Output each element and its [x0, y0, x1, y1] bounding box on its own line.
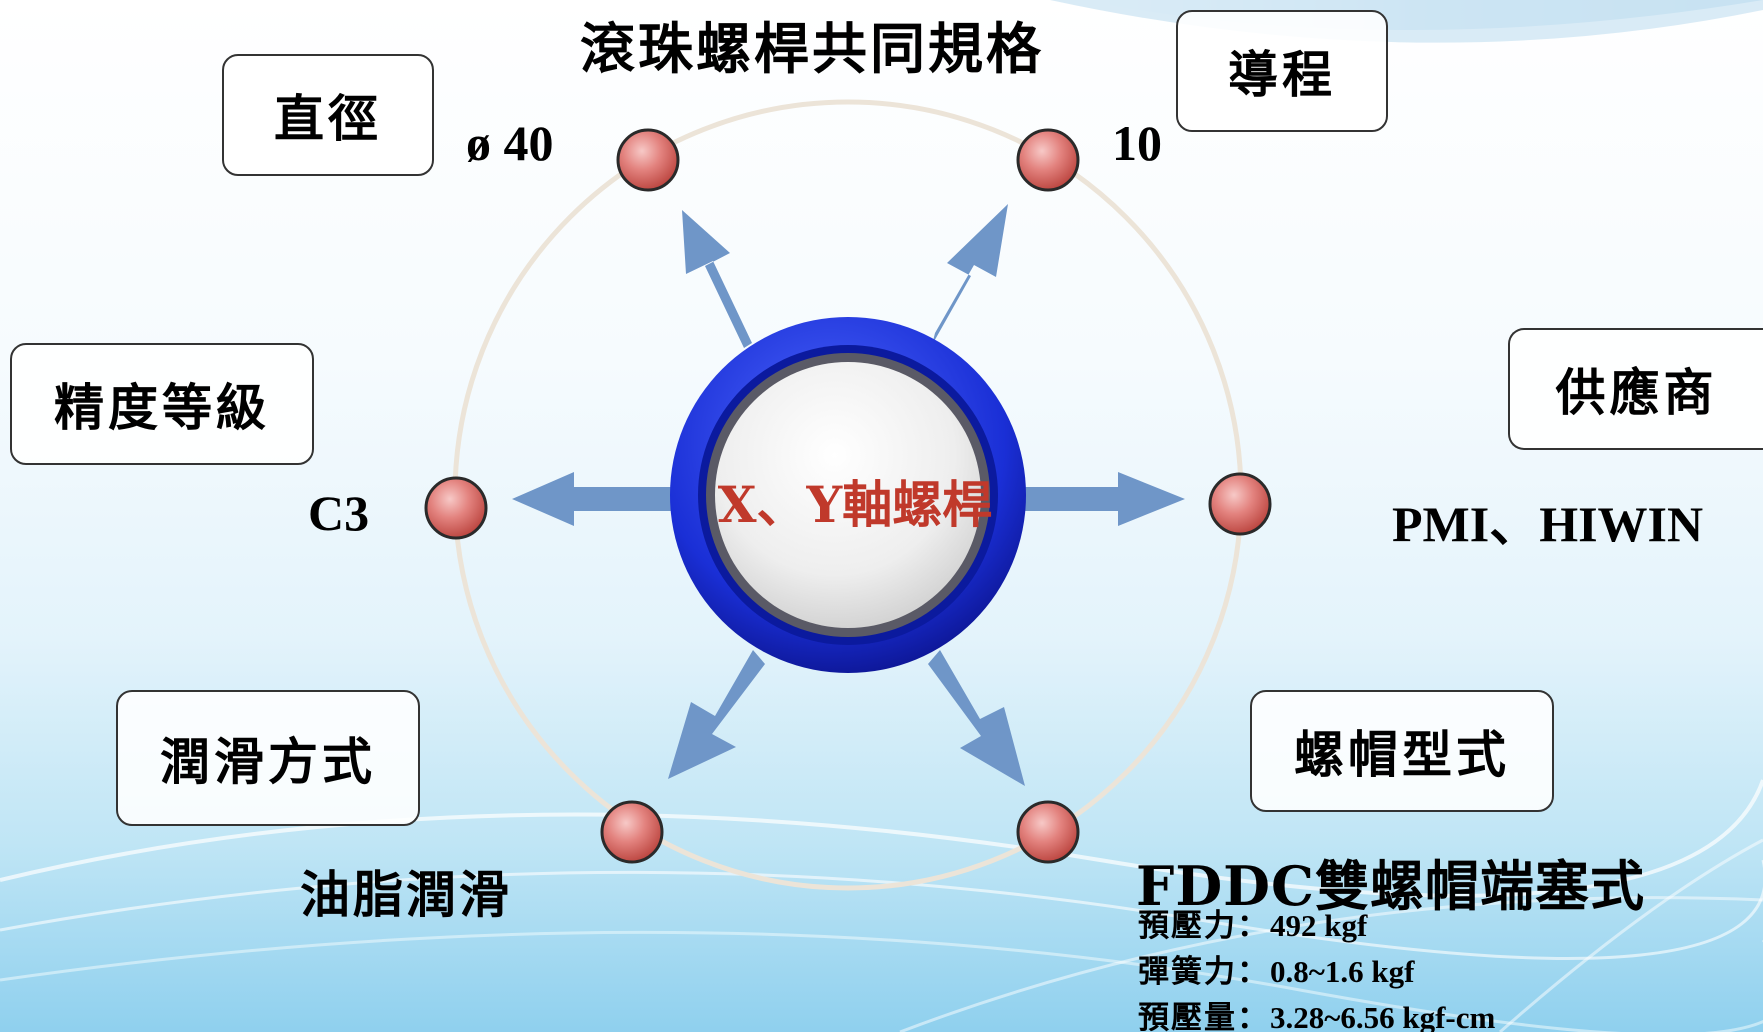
node-nut-type [1016, 800, 1080, 864]
nut-detail-value: 3.28~6.56 kgf-cm [1270, 1000, 1496, 1032]
arrows [512, 204, 1185, 786]
node-diameter [616, 128, 680, 192]
label-supplier: 供應商 [1508, 328, 1763, 450]
arrow-up-left [682, 210, 752, 348]
nut-detail-key: 彈簧力： [1138, 954, 1270, 990]
value-lead: 10 [1112, 115, 1162, 171]
value-lubrication: 油脂潤滑 [300, 865, 512, 924]
diagram-title: 滾珠螺桿共同規格 [580, 16, 1045, 81]
value-accuracy: C3 [308, 485, 370, 541]
node-supplier [1208, 472, 1272, 536]
nut-detail-value: 492 kgf [1270, 908, 1368, 943]
nodes [424, 128, 1272, 864]
hub [670, 317, 1026, 673]
nut-detail-row: 彈簧力：0.8~1.6 kgf [1138, 946, 1414, 991]
label-accuracy: 精度等級 [10, 343, 314, 465]
label-lubrication: 潤滑方式 [116, 690, 420, 826]
nut-detail-value: 0.8~1.6 kgf [1270, 954, 1415, 989]
arrow-down-right [928, 650, 1025, 786]
nut-detail-key: 預壓力： [1138, 908, 1270, 944]
value-nut-type: FDDC雙螺帽端塞式 [1136, 854, 1645, 918]
value-diameter: ø 40 [466, 115, 554, 171]
nut-detail-row: 預壓力：492 kgf [1138, 900, 1367, 945]
value-supplier: PMI、HIWIN [1392, 496, 1704, 552]
node-lubrication [600, 800, 664, 864]
node-accuracy [424, 476, 488, 540]
node-lead [1016, 128, 1080, 192]
nut-detail-key: 預壓量： [1138, 1000, 1270, 1032]
nut-detail-row: 預壓量：3.28~6.56 kgf-cm [1138, 992, 1495, 1032]
arrow-down-left [668, 650, 765, 779]
label-nut-type: 螺帽型式 [1250, 690, 1554, 812]
arrow-right [1025, 472, 1185, 526]
label-diameter: 直徑 [222, 54, 434, 176]
center-label: X、Y軸螺桿 [717, 475, 993, 534]
arrow-up-right [932, 204, 1008, 345]
label-lead: 導程 [1176, 10, 1388, 132]
arrow-left [512, 472, 680, 526]
